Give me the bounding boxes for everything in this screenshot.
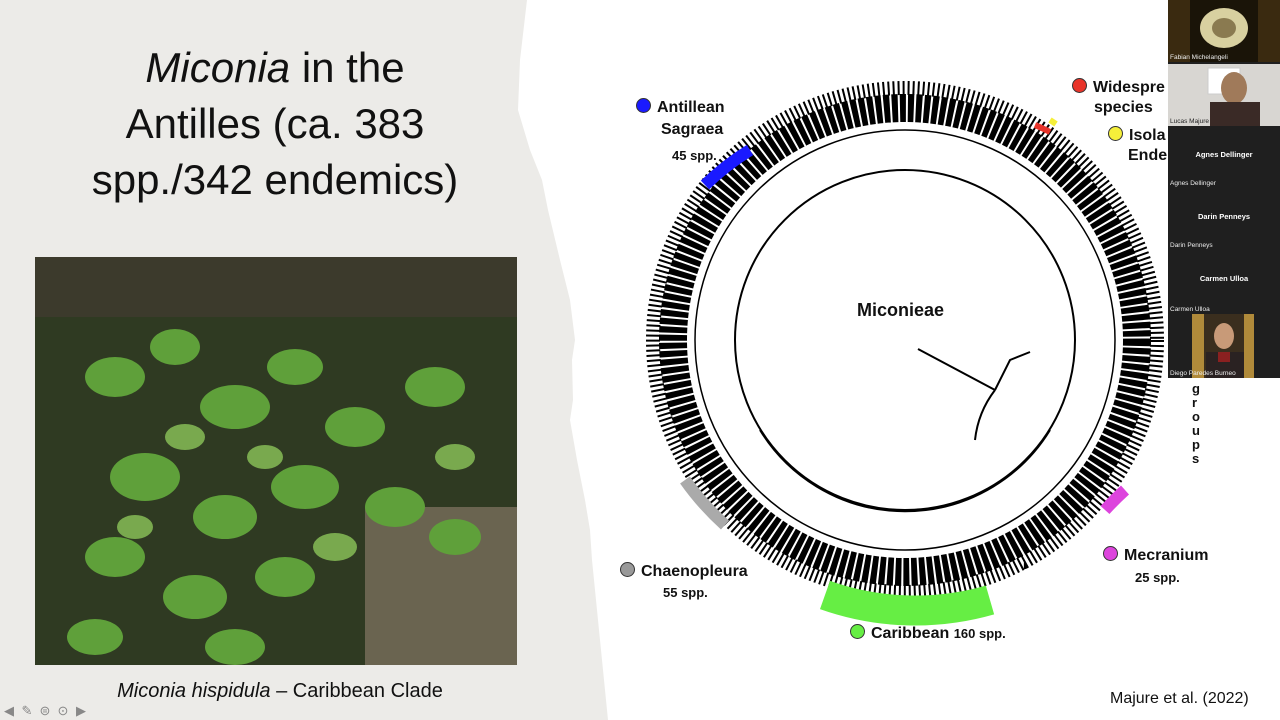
participant-tile[interactable]: Diego Paredes Burneo — [1168, 314, 1280, 378]
clade-label-outgroups: groups — [1192, 381, 1200, 466]
circular-phylogeny — [646, 81, 1164, 626]
tree-center-label: Miconieae — [857, 300, 945, 320]
photo-caption: Miconia hispidula – Caribbean Clade — [117, 680, 443, 702]
pen-icon[interactable]: ✎ — [21, 703, 33, 718]
participant-tile[interactable]: Lucas Majure — [1168, 64, 1280, 126]
title-genus: Miconia — [145, 44, 291, 91]
video-feed-person — [1207, 67, 1260, 126]
more-icon[interactable]: ⊙ — [57, 703, 69, 718]
clade-label-caribbean: Caribbean 160 spp. — [850, 624, 1006, 644]
participant-tile[interactable]: Agnes Dellinger Agnes Dellinger — [1170, 150, 1253, 187]
clade-label-isolated-endemics: Isola — [1108, 126, 1165, 146]
clade-label-antillean-sagraea: Antillean — [636, 98, 725, 118]
magenta-dot-icon — [1103, 546, 1118, 561]
slide-title: Miconia in the Antilles (ca. 383 spp./34… — [91, 44, 459, 203]
participant-tile[interactable]: Carmen Ulloa Carmen Ulloa — [1170, 274, 1249, 313]
plant-photo — [35, 257, 517, 665]
blue-dot-icon — [636, 98, 651, 113]
next-arrow-icon[interactable]: ▶ — [76, 703, 86, 718]
clade-label-mecranium: Mecranium — [1103, 546, 1208, 566]
slideshow-nav: ◀ ✎ ⊜ ⊙ ▶ — [2, 704, 88, 718]
participant-tile[interactable]: Darin Penneys Darin Penneys — [1170, 212, 1251, 249]
citation: Majure et al. (2022) — [1110, 690, 1249, 707]
participant-panel: Fabian Michelangeli Lucas Majure Agnes D… — [1168, 0, 1280, 378]
video-feed-person — [1192, 314, 1254, 378]
clade-label-widespread: Widespre — [1072, 78, 1165, 98]
green-dot-icon — [850, 624, 865, 639]
participant-tile[interactable]: Fabian Michelangeli — [1168, 0, 1280, 62]
gray-dot-icon — [620, 562, 635, 577]
clade-label-chaenopleura: Chaenopleura — [620, 562, 748, 582]
video-feed-flower — [1190, 0, 1258, 62]
prev-arrow-icon[interactable]: ◀ — [4, 703, 14, 718]
red-dot-icon — [1072, 78, 1087, 93]
yellow-dot-icon — [1108, 126, 1123, 141]
subtitles-icon[interactable]: ⊜ — [39, 703, 51, 718]
